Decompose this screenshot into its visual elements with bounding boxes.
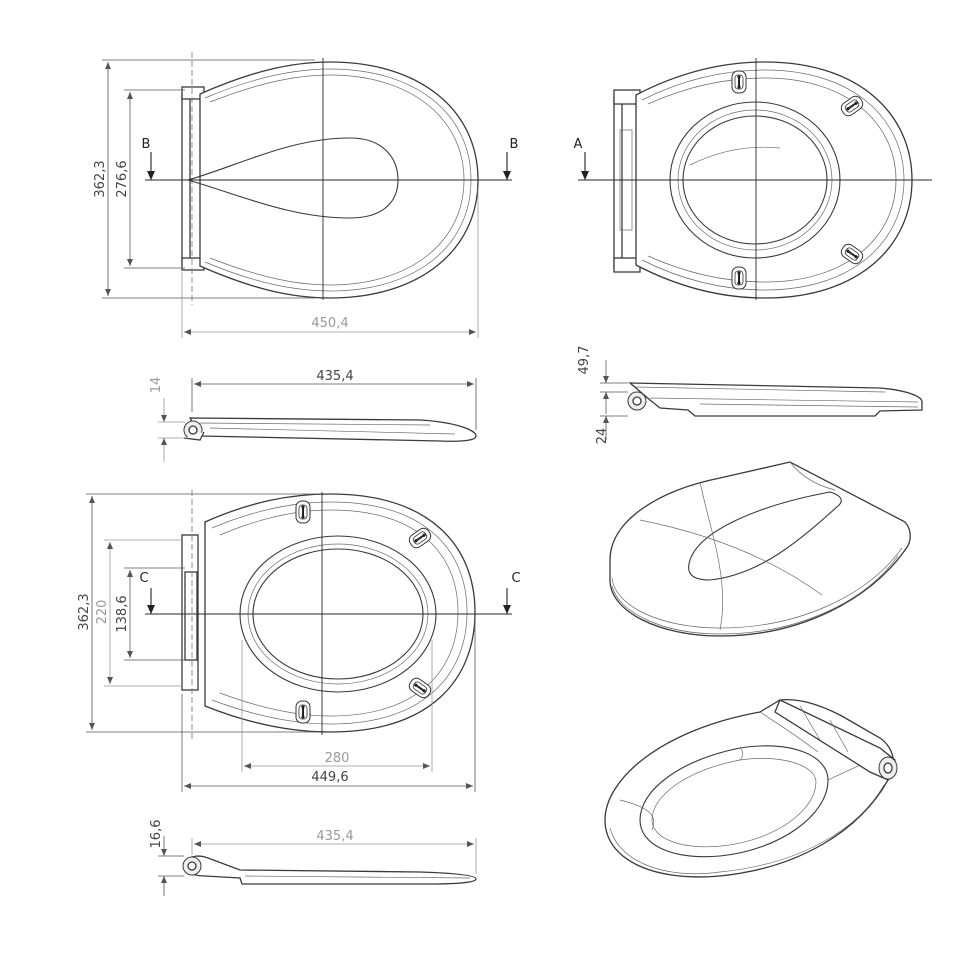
section-mark-c-left: C [139,571,148,586]
view-side-seat: 435,4 16,6 [149,820,477,896]
dim-height-inner: 276,6 [115,160,130,197]
section-mark-c-right: C [511,571,520,586]
dim-seat-side-length: 435,4 [316,829,353,844]
view-iso-open [604,699,898,878]
section-mark-b-left: B [142,137,151,152]
view-side-lid: 435,4 14 [149,369,477,462]
view-bottom-seat: C C 362,3 220 138,6 280 449,6 [77,490,521,792]
fixing-slot-icon [295,500,311,524]
dim-seat-side-thickness: 16,6 [149,820,164,849]
dim-seat-height-mid: 220 [95,600,110,625]
view-iso-closed [609,461,911,637]
fixing-slot-icon [731,266,747,290]
dim-seat-height-outer: 362,3 [77,593,92,630]
view-top-seat-open: A [574,58,932,300]
section-mark-a: A [574,137,583,152]
section-mark-b-right: B [510,137,519,152]
dim-height-outer: 362,3 [93,160,108,197]
dim-width: 450,4 [311,316,348,331]
dim-seat-width: 449,6 [311,770,348,785]
fixing-slot-icon [295,700,311,724]
dim-full-height: 49,7 [577,346,592,375]
dim-full-base: 24 [595,428,610,445]
dim-lid-length: 435,4 [316,369,353,384]
dim-lid-thickness: 14 [149,377,164,394]
view-top-lid: B B 362,3 276,6 450,4 [93,52,518,338]
fixing-slot-icon [731,70,747,94]
view-side-full: 49,7 24 [577,346,923,445]
dim-seat-inner-width: 280 [325,751,350,766]
dim-seat-height-inner: 138,6 [115,595,130,632]
